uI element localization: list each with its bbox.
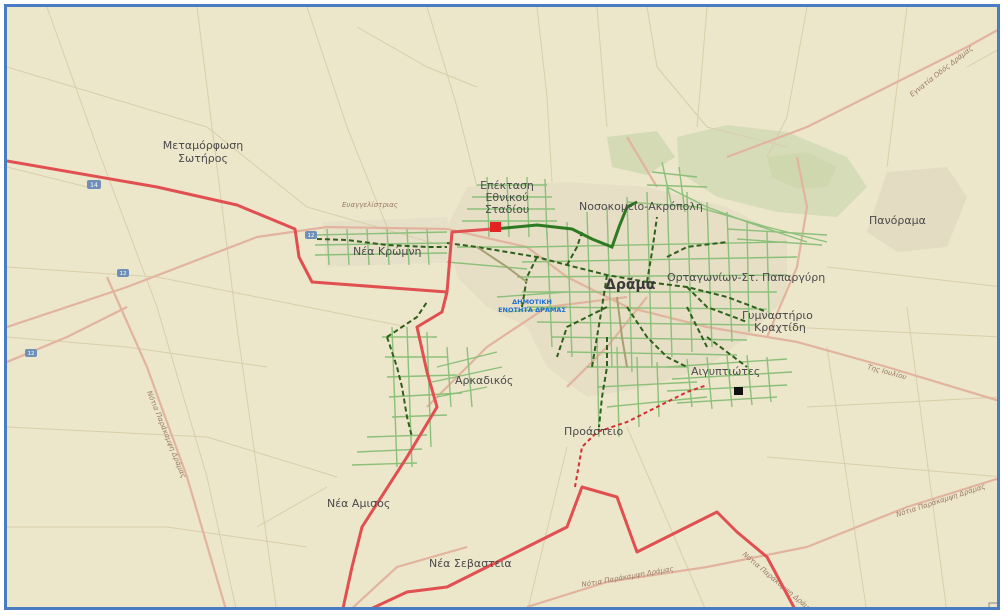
municipal-boundary bbox=[7, 159, 796, 607]
red-square-marker[interactable] bbox=[490, 222, 501, 232]
street-network bbox=[314, 161, 828, 468]
road-shield-4: 12 bbox=[25, 349, 37, 357]
label-panorama: Πανόραμα bbox=[869, 214, 926, 227]
svg-text:12: 12 bbox=[308, 233, 315, 239]
black-square-marker[interactable] bbox=[734, 387, 743, 395]
label-metamorfosi-1: Μεταμόρφωση bbox=[163, 139, 243, 152]
label-ortagonion: Ορταγωνίων-Στ. Παπαργύρη bbox=[667, 271, 825, 284]
place-labels: Μεταμόρφωση Σωτήρος Επέκταση Εθνικού Στα… bbox=[163, 139, 926, 570]
red-dashed-route bbox=[574, 384, 708, 488]
label-gymnastirio-1: Γυμναστήριο bbox=[742, 309, 813, 322]
label-epektasi-2: Εθνικού bbox=[485, 191, 528, 204]
label-gymnastirio-2: Κραχτίδη bbox=[754, 321, 806, 334]
label-prasteio: Προάστειο bbox=[564, 425, 623, 438]
road-shield-2: 12 bbox=[305, 231, 317, 239]
map-canvas[interactable]: Εγνατία Οδός Δράμας Νότια Παράκαμψη Δράμ… bbox=[7, 7, 1000, 610]
olive-connectors bbox=[476, 246, 628, 368]
label-metamorfosi-2: Σωτήρος bbox=[178, 152, 228, 165]
dashed-routes bbox=[316, 216, 768, 438]
label-aigyptiotes: Αιγυπτιώτες bbox=[691, 365, 760, 378]
label-drama: Δράμα bbox=[605, 277, 656, 293]
road-shield-3: 12 bbox=[117, 269, 129, 277]
label-epektasi-1: Επέκταση bbox=[480, 179, 534, 192]
main-route bbox=[494, 200, 638, 249]
label-epektasi-3: Σταδίου bbox=[485, 203, 529, 216]
svg-text:12: 12 bbox=[28, 351, 35, 357]
label-dimotiki-1: ΔΗΜΟΤΙΚΗ bbox=[512, 298, 552, 306]
svg-text:12: 12 bbox=[120, 271, 127, 277]
road-shields: 14 12 12 12 bbox=[25, 180, 317, 357]
map-frame: Εγνατία Οδός Δράμας Νότια Παράκαμψη Δράμ… bbox=[4, 4, 1000, 610]
svg-text:14: 14 bbox=[90, 182, 98, 189]
label-nea-amisos: Νέα Αμισος bbox=[327, 497, 390, 510]
label-nea-sevasteia: Νέα Σεβαστεια bbox=[429, 557, 512, 570]
road-label-evangelistrias: Ευαγγελίστριας bbox=[342, 201, 398, 209]
label-arkadikos: Αρκαδικός bbox=[455, 374, 513, 387]
forest-areas bbox=[607, 125, 867, 217]
label-nea-kromni: Νέα Κρώμνη bbox=[353, 245, 421, 258]
map-corner-icon[interactable] bbox=[988, 602, 999, 610]
road-shield-1: 14 bbox=[87, 180, 101, 189]
label-dimotiki-2: ΕΝΟΤΗΤΑ ΔΡΑΜΑΣ bbox=[498, 306, 566, 314]
label-nosokomeio: Νοσοκομείο-Ακρόπολη bbox=[579, 200, 703, 213]
